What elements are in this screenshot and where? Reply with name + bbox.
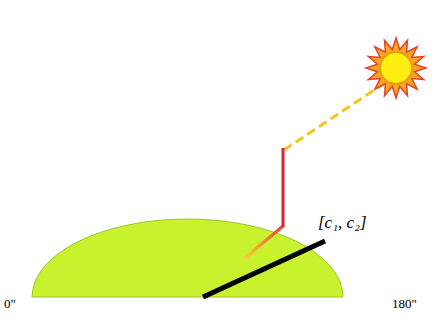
gnomon [282, 148, 285, 227]
sun [380, 52, 412, 84]
shadow-line [245, 226, 283, 258]
arc-segment [203, 241, 325, 297]
interval-label: [c₁, c₂] [318, 214, 367, 233]
angle-label: 0" [4, 297, 16, 311]
angle-label: 180" [392, 297, 417, 311]
sun-ray [284, 82, 386, 150]
dome [32, 219, 343, 297]
sun-rays [366, 38, 426, 98]
